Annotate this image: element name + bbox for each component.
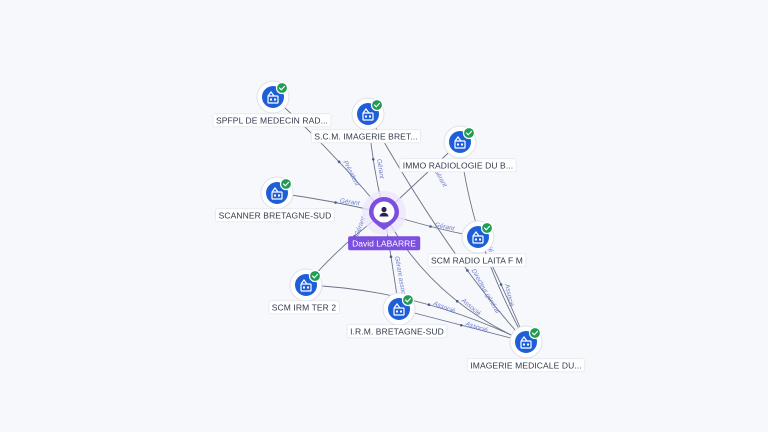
company-name: SCANNER BRETAGNE-SUD xyxy=(219,210,332,220)
building-icon xyxy=(267,91,279,104)
edge-label: Gérant xyxy=(339,198,361,208)
verified-check-icon xyxy=(528,326,542,340)
company-label: IMAGERIE MEDICALE DU... xyxy=(466,358,586,373)
verified-check-icon xyxy=(370,98,384,112)
nodes-layer: SPFPL DE MEDECIN RAD... S.C.M. IMAGERIE B… xyxy=(212,80,586,373)
company-name: SCM IRM TER 2 xyxy=(272,302,337,312)
edge-arrow-marker xyxy=(334,201,337,204)
company-node-irm-ter[interactable]: SCM IRM TER 2 xyxy=(268,268,340,315)
company-label: S.C.M. IMAGERIE BRET... xyxy=(310,129,422,144)
verified-check-icon xyxy=(462,126,476,140)
company-label: IMMO RADIOLOGIE DU B... xyxy=(399,158,517,173)
company-label: SCANNER BRETAGNE-SUD xyxy=(215,208,335,223)
person-name: David LABARRE xyxy=(352,238,416,248)
edge-label: Gérant xyxy=(434,222,456,233)
edge-arrow-marker xyxy=(459,323,463,327)
company-label: SCM RADIO LAITA F M xyxy=(427,253,527,268)
building-icon xyxy=(393,303,405,316)
building-icon xyxy=(520,336,532,349)
edge-label: Associé xyxy=(464,320,489,334)
edge-arrow-marker xyxy=(371,157,375,161)
building-icon xyxy=(271,187,283,200)
company-node-laita[interactable]: SCM RADIO LAITA F M xyxy=(427,220,527,268)
building-icon xyxy=(472,231,484,244)
edge-arrow-marker xyxy=(429,225,432,228)
edge-arrow-marker xyxy=(466,269,469,272)
edge-arrow-marker xyxy=(455,299,459,303)
edge-scm-imagerie-imagerie-medicale xyxy=(367,113,527,343)
verified-check-icon xyxy=(401,293,415,307)
building-icon xyxy=(454,136,466,149)
verified-check-icon xyxy=(275,81,289,95)
company-label: SPFPL DE MEDECIN RAD... xyxy=(212,113,332,128)
edge-label: Gérant xyxy=(375,159,385,181)
company-name: SCM RADIO LAITA F M xyxy=(431,255,523,265)
edge-arrow-marker xyxy=(427,303,431,307)
edge-label: Associé xyxy=(431,300,456,316)
building-icon xyxy=(300,279,312,292)
company-node-spfpl[interactable]: SPFPL DE MEDECIN RAD... xyxy=(212,80,332,128)
edge-arrow-marker xyxy=(499,283,503,286)
company-label: I.R.M. BRETAGNE-SUD xyxy=(346,324,448,339)
person-node[interactable]: David LABARRE xyxy=(348,191,421,251)
person-icon xyxy=(379,206,389,217)
edge-irm-ter-imagerie-medicale xyxy=(305,284,527,343)
edge-label: Associé xyxy=(459,297,482,318)
company-name: I.R.M. BRETAGNE-SUD xyxy=(350,326,444,336)
company-node-imagerie-medicale[interactable]: IMAGERIE MEDICALE DU... xyxy=(466,325,586,373)
company-label: SCM IRM TER 2 xyxy=(268,300,340,315)
verified-check-icon xyxy=(279,177,293,191)
verified-check-icon xyxy=(480,221,494,235)
person-label: David LABARRE xyxy=(348,236,421,251)
building-icon xyxy=(362,108,374,121)
company-node-scanner[interactable]: SCANNER BRETAGNE-SUD xyxy=(215,176,335,223)
verified-check-icon xyxy=(308,269,322,283)
company-node-irm-bretagne[interactable]: I.R.M. BRETAGNE-SUD xyxy=(346,292,448,339)
company-name: IMAGERIE MEDICALE DU... xyxy=(470,360,581,370)
company-name: IMMO RADIOLOGIE DU B... xyxy=(403,160,513,170)
edge-label: Associé xyxy=(503,282,515,307)
company-name: SPFPL DE MEDECIN RAD... xyxy=(216,115,328,125)
edge-label: Président xyxy=(341,159,361,188)
company-name: S.C.M. IMAGERIE BRET... xyxy=(314,131,417,141)
company-node-scm-imagerie[interactable]: S.C.M. IMAGERIE BRET... xyxy=(310,97,422,144)
edge-arrow-marker xyxy=(389,255,393,258)
company-node-immo-radio[interactable]: IMMO RADIOLOGIE DU B... xyxy=(399,125,517,173)
edge-arrow-marker xyxy=(337,160,341,164)
